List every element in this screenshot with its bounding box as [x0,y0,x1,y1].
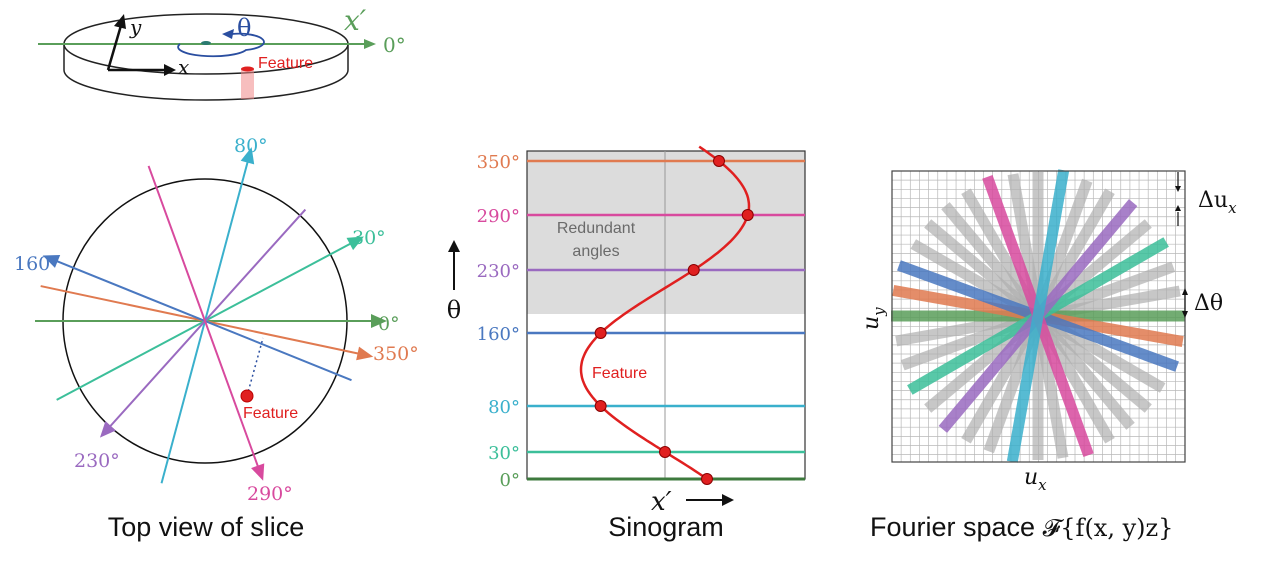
disk-center [201,41,211,45]
top-view-panel: 0° 350° 30° 80° 160° 230° 290° Feature Top vie… [14,135,419,542]
feature-sample-points [594,155,754,485]
angle-label-a80: 80° [234,135,268,157]
ux-label: ux [1024,465,1047,494]
feature-sample-230 [687,264,700,276]
angle-label-a160: 160° [14,253,60,275]
feature-sample-350 [712,155,725,167]
y-axis-arrowhead [114,14,126,29]
x-axis-label: x [178,55,189,79]
feature-sample-0 [701,473,713,485]
projection-arrowhead-a350 [356,346,374,361]
feature-sample-160 [594,327,607,339]
theta-rotation-arrow [177,32,265,58]
angle-label-a30: 30° [352,227,386,249]
sinogram-caption: Sinogram [608,512,724,542]
projection-arrowhead-a80 [240,147,255,165]
redundant-label-line1: Redundant [557,220,636,237]
feature-point [240,389,254,403]
feature-sample-80 [594,400,607,412]
feature-projection-dotted [246,337,264,397]
xprime-axis-label: x′ [651,487,672,517]
fourier-spoke-a80 [1006,169,1070,463]
feature-cylinder [241,69,254,99]
sinogram-tick-a0: 0° [500,470,520,491]
sinogram-tick-a350: 350° [477,152,520,173]
sinogram-tick-a230: 230° [477,261,520,282]
theta-label: θ [237,14,251,42]
du-top-arrowhead [1175,186,1181,192]
theta-arrowhead [222,29,234,39]
sinogram-tick-a80: 80° [488,397,520,418]
feature-sample-290 [741,209,754,221]
sinogram-angle-lines [527,159,805,481]
projection-line-a290 [147,165,260,470]
sinogram-tick-labels: 0° 30° 80° 160° 230° 290° 350° [477,152,520,491]
xprime-label: x′ [344,4,367,37]
projection-lines: 0° 350° 30° 80° 160° 230° 290° [14,135,419,505]
x-axis-arrowhead [164,64,176,76]
top-view-caption: Top view of slice [108,512,305,542]
fourier-panel: Δux Δθ ux uy Fourier space 𝓕{f(x, y)z} [859,169,1237,542]
dtheta-bottom-arrowhead [1182,311,1188,318]
fourier-caption: Fourier space 𝓕{f(x, y)z} [870,512,1173,542]
angle-label-a0: 0° [378,313,400,335]
zero-degree-label: 0° [383,33,406,57]
y-axis-line [106,21,124,71]
slice-3d-panel: x′ 0° y x θ Feature [38,4,406,101]
fourier-spokes [891,169,1185,463]
feature-label-topview: Feature [243,405,298,422]
theta-axis-arrowhead [448,240,460,252]
du-label: Δux [1198,188,1237,217]
projection-arrowhead-a290 [251,463,265,481]
projection-line-a230 [107,208,307,430]
sinogram-tick-a30: 30° [488,443,520,464]
feature-cylinder-top [241,66,254,72]
feature-sample-30 [659,446,671,458]
projection-arrowhead-a160 [42,254,61,268]
projection-line-a160 [53,259,352,382]
feature-sinusoid [579,145,751,481]
redundant-label-line2: angles [572,243,619,260]
sinogram-panel: 0° 30° 80° 160° 230° 290° 350° Redundant angle… [447,145,806,542]
sinogram-tick-a160: 160° [477,324,520,345]
feature-label-3d: Feature [258,55,313,72]
projection-arrowhead-a230 [99,421,116,438]
xprime-arrowhead [364,39,376,49]
dtheta-top-arrowhead [1182,288,1188,295]
projection-arrowhead-a30 [346,236,364,251]
angle-label-a350: 350° [373,343,419,365]
dtheta-label: Δθ [1194,291,1223,316]
sinogram-tick-a290: 290° [477,206,520,227]
y-axis-label: y [129,15,142,39]
projection-arrowhead-a0 [371,314,387,328]
angle-label-a230: 230° [74,450,120,472]
uy-label: uy [859,307,888,330]
theta-axis-label: θ [447,296,461,324]
xprime-axis-arrowhead [722,494,734,506]
sinogram-feature-label: Feature [592,365,647,382]
angle-label-a290: 290° [247,483,293,505]
du-bottom-arrowhead [1175,205,1181,211]
